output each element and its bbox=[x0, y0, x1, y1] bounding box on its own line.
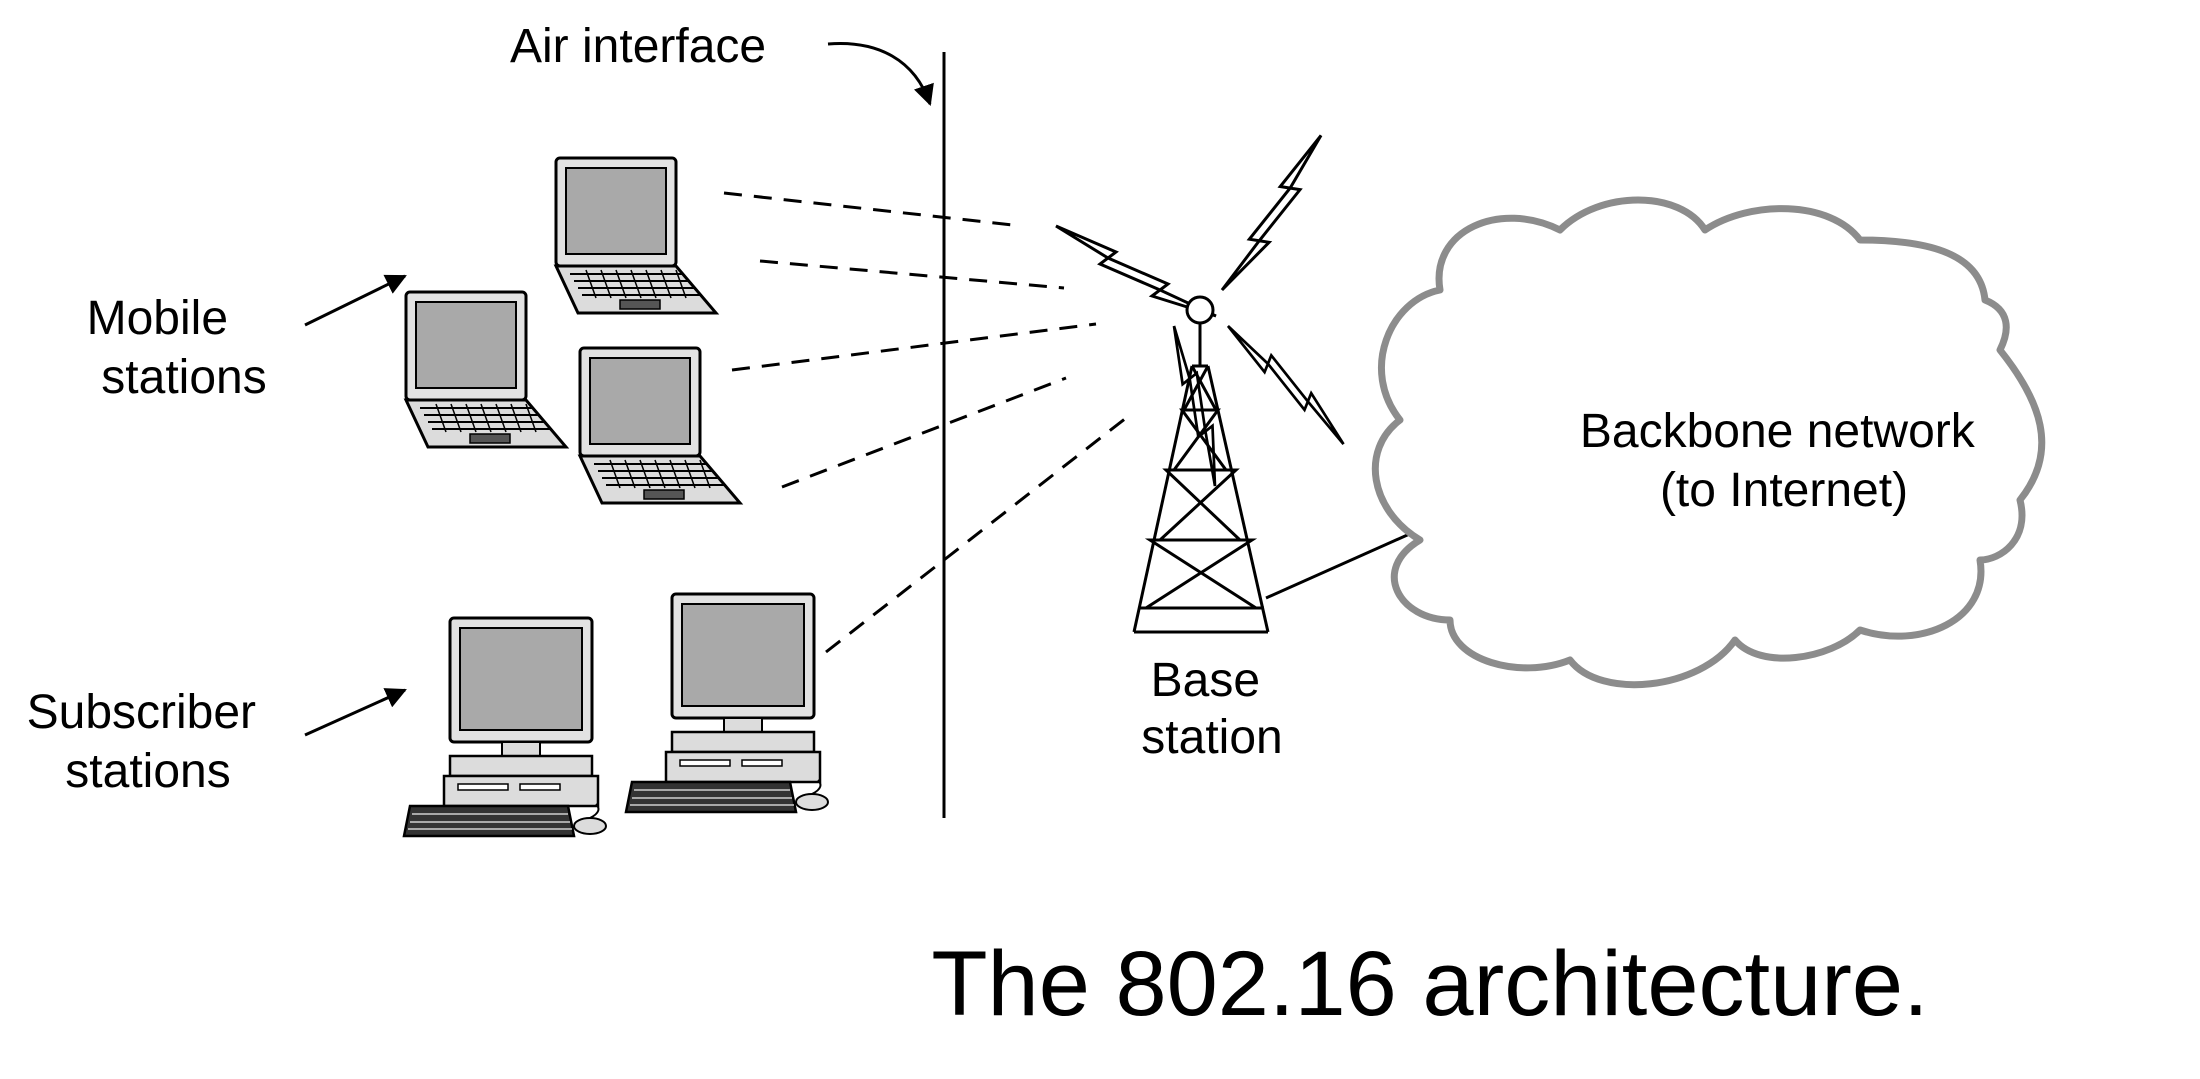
wireless-link bbox=[825, 416, 1127, 654]
base-station-tower-icon bbox=[1132, 295, 1270, 634]
wireless-link bbox=[759, 259, 1065, 290]
mobile-stations-label: Mobile stations bbox=[87, 292, 267, 404]
radio-wave-icon bbox=[1226, 303, 1345, 467]
figure-caption: The 802.16 architecture. bbox=[931, 933, 1928, 1035]
subscriber-stations-arrow bbox=[304, 688, 407, 737]
wireless-link bbox=[781, 376, 1067, 489]
base-station-label: Base station bbox=[1141, 654, 1282, 764]
laptop-icon bbox=[554, 156, 718, 315]
wireless-link bbox=[723, 191, 1023, 228]
subscriber-stations-label: Subscriber stations bbox=[27, 686, 270, 798]
backbone-network-label: Backbone network (to Internet) bbox=[1580, 405, 1988, 517]
desktop-computer-icon bbox=[402, 616, 608, 838]
radio-wave-icon bbox=[1178, 133, 1365, 292]
laptop-icon bbox=[578, 346, 742, 505]
air-interface-arrow bbox=[827, 42, 934, 106]
desktop-computer-icon bbox=[624, 592, 830, 814]
backbone-cloud-icon bbox=[1371, 196, 2046, 689]
radio-wave-icon bbox=[1135, 324, 1254, 488]
mobile-stations-arrow bbox=[304, 274, 407, 327]
laptop-icon bbox=[404, 290, 568, 449]
air-interface-label: Air interface bbox=[510, 20, 766, 73]
wireless-link bbox=[731, 322, 1097, 372]
backbone-link bbox=[1265, 530, 1415, 600]
wireless-links bbox=[723, 191, 1127, 654]
